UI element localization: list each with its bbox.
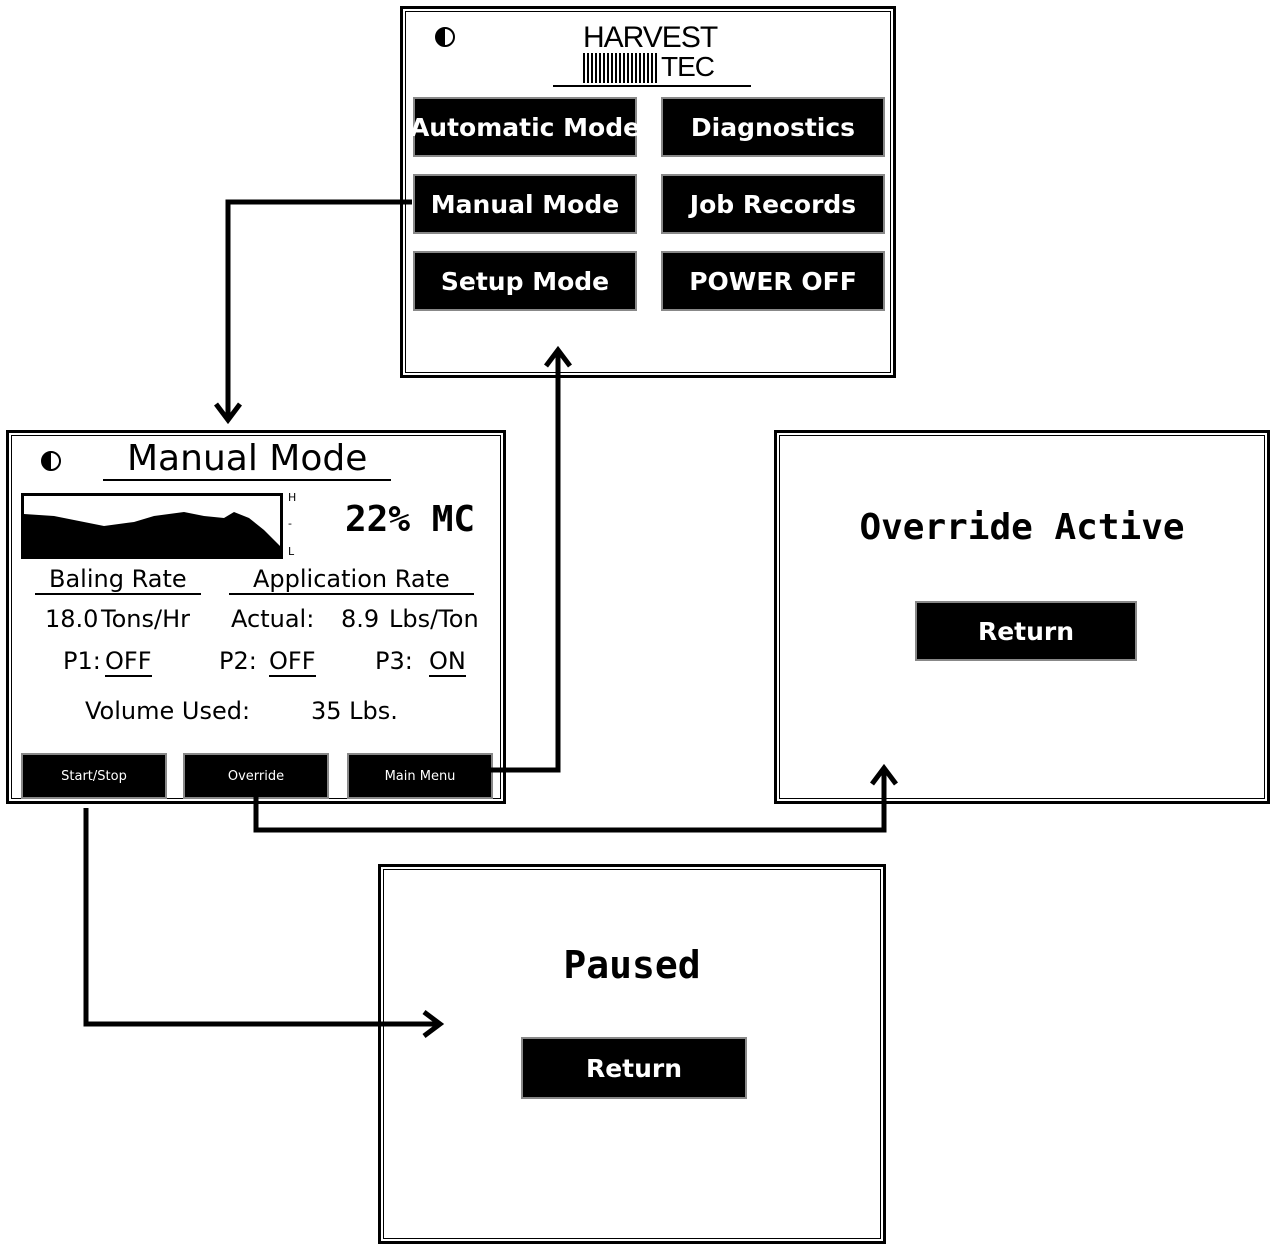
override-title: Override Active	[859, 507, 1185, 548]
arrow-manual-screen-head	[214, 402, 242, 425]
volume-used-label: Volume Used:	[85, 697, 251, 725]
gauge-low-label: L	[288, 545, 295, 558]
gauge-mid-label: -	[288, 517, 292, 530]
moisture-graph	[21, 493, 283, 559]
baling-rate-label: Baling Rate	[35, 565, 201, 595]
page-title: Manual Mode	[103, 439, 392, 481]
job-records-button[interactable]: Job Records	[661, 174, 885, 234]
actual-unit: Lbs/Ton	[389, 605, 479, 633]
pump-1-label: P1:	[63, 647, 101, 675]
moisture-readout: 22% MC	[345, 499, 476, 540]
baling-rate-value: 18.0	[45, 605, 99, 633]
contrast-icon[interactable]	[435, 27, 455, 47]
override-return-button[interactable]: Return	[915, 601, 1137, 661]
start-stop-button[interactable]: Start/Stop	[21, 753, 167, 799]
gauge-high-label: H	[288, 491, 297, 504]
volume-used-value: 35 Lbs.	[311, 697, 398, 725]
actual-label: Actual:	[231, 605, 315, 633]
application-rate-label: Application Rate	[229, 565, 474, 595]
paused-title: Paused	[563, 943, 701, 987]
logo-base-line	[553, 85, 751, 87]
pump-1-state[interactable]: OFF	[105, 647, 152, 677]
paused-return-button[interactable]: Return	[521, 1037, 747, 1099]
actual-value: 8.9	[341, 605, 380, 633]
pump-3-state[interactable]: ON	[429, 647, 466, 677]
main-menu-screen: HARVEST TEC Automatic Mode Diagnostics M…	[400, 6, 896, 378]
override-button[interactable]: Override	[183, 753, 329, 799]
pump-2-label: P2:	[219, 647, 257, 675]
pump-3-label: P3:	[375, 647, 413, 675]
automatic-mode-button[interactable]: Automatic Mode	[410, 97, 640, 157]
manual-mode-button[interactable]: Manual Mode	[413, 174, 637, 234]
manual-mode-screen: Manual Mode H - L 22% MC Baling Rate App…	[6, 430, 506, 804]
diagnostics-button[interactable]: Diagnostics	[661, 97, 885, 157]
logo-stripes	[583, 53, 659, 83]
pump-2-state[interactable]: OFF	[269, 647, 316, 677]
arrow-manual-to-manual-screen	[225, 199, 412, 418]
power-off-button[interactable]: POWER OFF	[661, 251, 885, 311]
paused-screen: Paused Return	[378, 864, 886, 1244]
main-menu-button[interactable]: Main Menu	[347, 753, 493, 799]
contrast-icon[interactable]	[41, 451, 61, 471]
logo-top-text: HARVEST	[583, 21, 718, 54]
setup-mode-button[interactable]: Setup Mode	[413, 251, 637, 311]
baling-rate-unit: Tons/Hr	[101, 605, 190, 633]
logo-bottom-text: TEC	[661, 51, 715, 82]
harvest-tec-logo: HARVEST TEC	[553, 19, 753, 89]
override-active-screen: Override Active Return	[774, 430, 1270, 804]
moisture-history-fill	[24, 512, 280, 556]
